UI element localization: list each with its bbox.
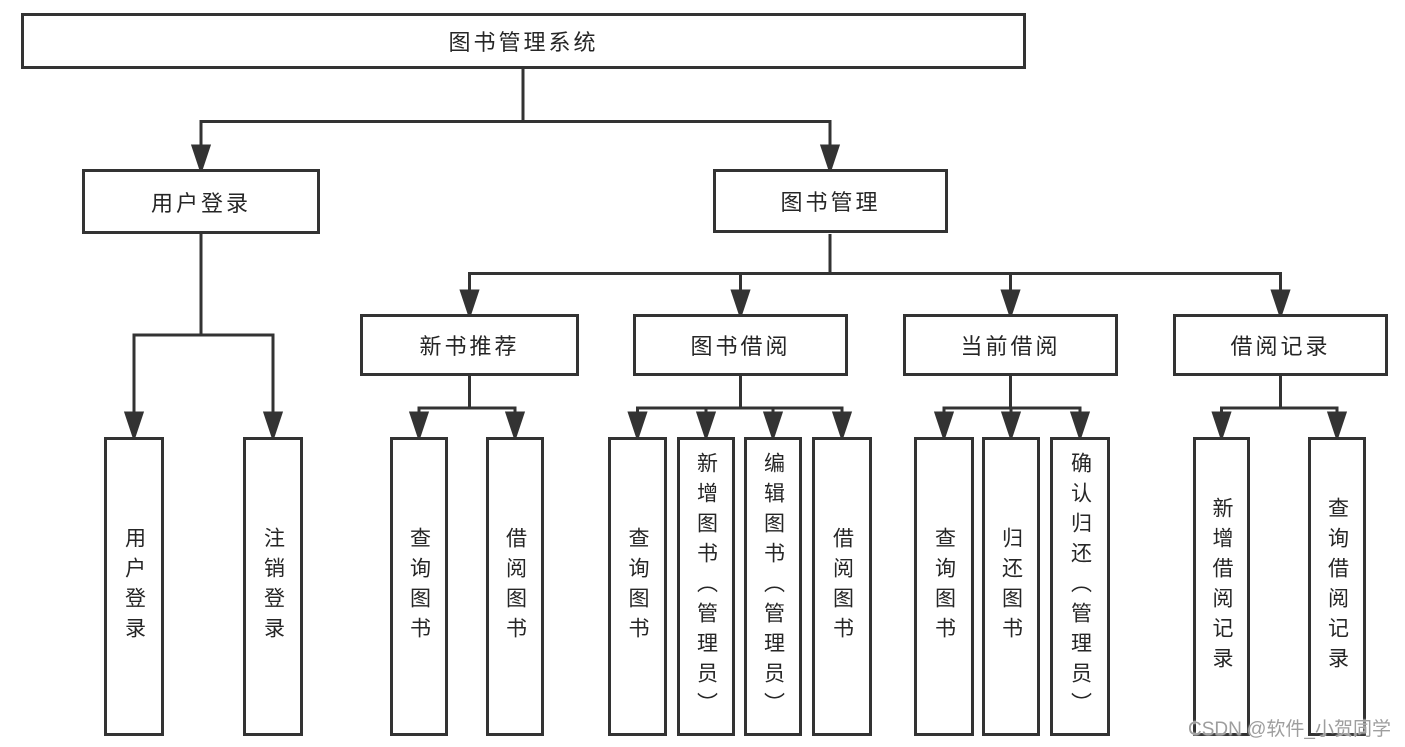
node-current-borrow: 当前借阅 [903, 314, 1118, 376]
arrow-down-icon [627, 411, 648, 442]
arrow-down-icon [408, 411, 430, 442]
leaf-label: 查询借阅记录 [1325, 496, 1349, 677]
arrow-down-icon [831, 411, 853, 442]
arrow-down-icon [695, 411, 717, 442]
node-borrow-record: 借阅记录 [1173, 314, 1388, 376]
leaf-label: 查询图书 [932, 526, 956, 647]
arrow-down-icon [1326, 411, 1348, 442]
leaf-query-books-recommend: 查询图书 [390, 437, 448, 736]
arrow-down-icon [262, 411, 284, 442]
arrow-down-icon [1000, 289, 1021, 320]
arrow-down-icon [762, 411, 784, 442]
arrow-down-icon [819, 144, 841, 175]
leaf-edit-book-admin: 编辑图书（管理员） [744, 437, 802, 736]
arrow-down-icon [1211, 411, 1232, 442]
arrow-down-icon [1000, 411, 1022, 442]
leaf-return-book: 归还图书 [982, 437, 1040, 736]
csdn-watermark: CSDN @软件_小贺同学 [1188, 719, 1391, 740]
node-user-login: 用户登录 [82, 169, 320, 234]
leaf-add-book-admin: 新增图书（管理员） [677, 437, 735, 736]
node-library-system: 图书管理系统 [21, 13, 1026, 69]
node-new-book-recommend: 新书推荐 [360, 314, 579, 376]
arrow-down-icon [730, 289, 751, 320]
leaf-label: 借阅图书 [830, 526, 854, 647]
leaf-label: 借阅图书 [503, 526, 527, 647]
arrow-down-icon [123, 411, 145, 442]
arrow-down-icon [190, 144, 212, 175]
leaf-label: 用户登录 [122, 526, 146, 647]
leaf-add-borrow-record: 新增借阅记录 [1193, 437, 1250, 736]
leaf-borrow-books: 借阅图书 [812, 437, 872, 736]
leaf-label: 确认归还（管理员） [1068, 451, 1092, 722]
node-book-management: 图书管理 [713, 169, 948, 233]
arrow-down-icon [459, 289, 480, 320]
connector-group [123, 68, 1348, 442]
leaf-label: 新增借阅记录 [1210, 496, 1233, 677]
leaf-logout: 注销登录 [243, 437, 303, 736]
leaf-label: 查询图书 [626, 526, 649, 647]
leaf-query-borrow-record: 查询借阅记录 [1308, 437, 1366, 736]
arrow-down-icon [933, 411, 955, 442]
leaf-confirm-return-admin: 确认归还（管理员） [1050, 437, 1110, 736]
leaf-borrow-books-recommend: 借阅图书 [486, 437, 544, 736]
leaf-label: 归还图书 [999, 526, 1023, 647]
leaf-query-books-borrow: 查询图书 [608, 437, 667, 736]
arrow-down-icon [504, 411, 526, 442]
leaf-label: 查询图书 [407, 526, 431, 647]
leaf-label: 注销登录 [261, 526, 285, 647]
leaf-user-login: 用户登录 [104, 437, 164, 736]
node-book-borrow: 图书借阅 [633, 314, 848, 376]
arrow-down-icon [1069, 411, 1091, 442]
leaf-label: 编辑图书（管理员） [761, 451, 785, 722]
leaf-query-books-current: 查询图书 [914, 437, 974, 736]
leaf-label: 新增图书（管理员） [694, 451, 718, 722]
arrow-down-icon [1270, 289, 1291, 320]
